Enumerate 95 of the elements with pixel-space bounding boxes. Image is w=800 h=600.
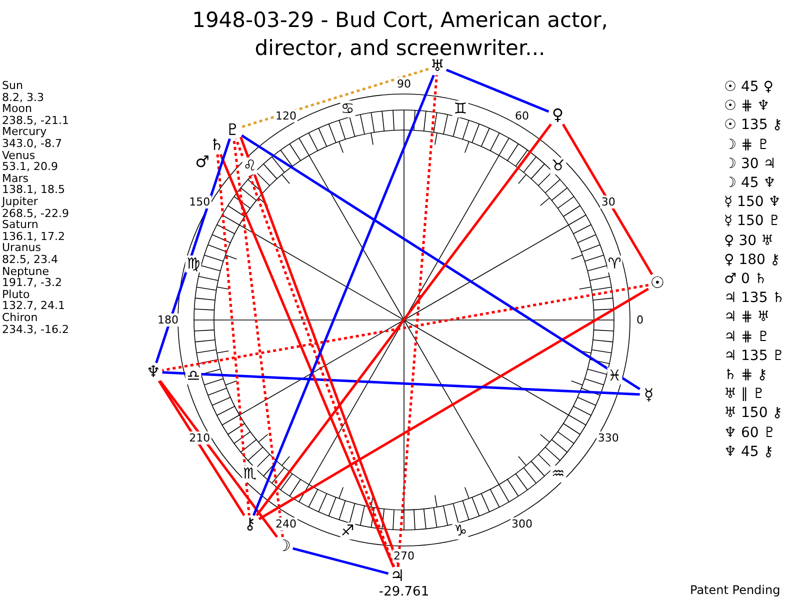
aspect-line	[162, 371, 640, 396]
degree-label: 120	[274, 109, 298, 122]
aspect-entry: ♄ ⋕ ⚷	[724, 368, 768, 382]
planet-name: Moon	[2, 103, 32, 114]
aspect-entry: ♃ 135 ♇	[724, 348, 785, 363]
position-value: 132.7, 24.1	[2, 300, 65, 312]
aspect-line	[396, 75, 438, 567]
zodiac-sign-glyph: ♊	[452, 100, 468, 118]
position-value: 234.3, -16.2	[2, 324, 69, 335]
aspect-line	[241, 68, 429, 128]
moon-glyph: ☽	[274, 537, 293, 556]
aspect-entry: ☉ ⋕ ♆	[724, 99, 770, 114]
zodiac-sign-glyph: ♒	[550, 466, 566, 483]
aspect-entry: ♆ 60 ♇	[724, 426, 776, 440]
zodiac-sign-glyph: ♋	[340, 100, 356, 118]
aspect-entry: ☽ ⋕ ♇	[724, 138, 770, 152]
degree-label: 150	[188, 196, 212, 208]
position-value: 238.5, -21.1	[2, 114, 69, 126]
zodiac-sign-glyph: ♓	[606, 368, 622, 385]
position-value: 8.2, 3.3	[2, 92, 44, 103]
aspect-entry: ♃ ⋕ ♇	[724, 330, 770, 344]
planet-name: Mars	[2, 172, 28, 184]
degree-label: 30	[600, 196, 616, 208]
planet-name: Venus	[2, 150, 36, 161]
aspect-entry: ♂ 0 ♄	[724, 272, 767, 286]
degree-label: 270	[392, 550, 416, 562]
position-value: 53.1, 20.9	[2, 161, 58, 172]
planet-name: Sun	[2, 80, 23, 91]
aspect-line	[256, 124, 552, 516]
aspect-entry: ♀ 30 ♅	[724, 234, 774, 248]
planet-name: Chiron	[2, 312, 38, 323]
degree-label: 90	[396, 78, 412, 90]
zodiac-sign-glyph: ♑	[452, 522, 468, 540]
zodiac-sign-glyph: ♎	[186, 368, 202, 385]
zodiac-sign-glyph: ♏	[242, 466, 258, 483]
aspect-line	[162, 284, 649, 372]
degree-label: 330	[596, 432, 620, 444]
pluto-glyph: ♇	[224, 120, 242, 139]
aspect-entry: ☿ 150 ♇	[724, 214, 781, 228]
planet-name: Jupiter	[2, 196, 38, 207]
jupiter-glyph: ♃	[388, 566, 406, 585]
aspect-line	[292, 547, 389, 575]
aspect-entry: ♅ 150 ⚷	[724, 406, 782, 420]
planet-name: Uranus	[2, 242, 41, 254]
position-value: 82.5, 23.4	[2, 254, 58, 265]
planet-name: Neptune	[2, 266, 50, 277]
zodiac-sign-glyph: ♌	[242, 157, 258, 174]
aspect-entry: ☿ 150 ♆	[724, 195, 781, 210]
position-value: 268.5, -22.9	[2, 208, 69, 219]
aspect-entry: ♆ 45 ⚷	[724, 444, 774, 459]
zodiac-sign-glyph: ♉	[550, 157, 566, 174]
degree-label: 210	[188, 432, 212, 444]
planet-name: Pluto	[2, 288, 30, 300]
aspect-entry: ☉ 45 ♀	[724, 80, 774, 94]
position-value: 138.1, 18.5	[2, 184, 65, 196]
degree-label: 300	[510, 518, 534, 531]
aspect-line	[159, 380, 278, 538]
aspect-entry: ☽ 45 ♆	[724, 176, 776, 190]
aspect-entry: ♅ ∥ ♇	[724, 387, 766, 402]
chart-title: 1948-03-29 - Bud Cort, American actor, director, and screenwriter...	[191, 7, 609, 60]
chiron-glyph: ⚷	[240, 515, 259, 534]
aspect-line	[155, 138, 231, 364]
aspect-entry: ☽ 30 ♃	[724, 156, 776, 171]
saturn-glyph: ♄	[208, 136, 226, 154]
neptune-glyph: ♆	[144, 362, 162, 381]
aspect-line	[562, 124, 654, 276]
venus-glyph: ♀	[548, 106, 567, 124]
aspect-entry: ♀ 180 ⚷	[724, 252, 780, 267]
aspect-entry: ☉ 135 ⚷	[724, 118, 782, 132]
aspect-entry: ♃ 135 ♄	[724, 291, 785, 306]
aspect-line	[258, 288, 650, 520]
position-value: 136.1, 17.2	[2, 230, 65, 242]
degree-label: 0	[636, 314, 644, 326]
aspect-line	[232, 138, 284, 538]
aspect-line	[216, 154, 250, 516]
degree-label: 240	[274, 518, 298, 531]
sun-glyph: ☉	[648, 274, 666, 292]
aspect-line	[252, 74, 435, 516]
zodiac-sign-glyph: ♐	[340, 522, 356, 540]
planet-name: Saturn	[2, 219, 38, 230]
uranus-glyph: ♅	[428, 57, 446, 76]
mercury-glyph: ☿	[640, 386, 658, 404]
aspect-entry: ♃ ⋕ ♅	[724, 310, 770, 324]
aspect-line	[241, 134, 640, 390]
mars-glyph: ♂	[193, 153, 212, 172]
aspect-line	[446, 68, 550, 113]
position-value: 191.7, -3.2	[2, 277, 62, 288]
zodiac-sign-glyph: ♍	[186, 255, 202, 272]
position-value: 343.0, -8.7	[2, 138, 62, 149]
degree-label: 180	[156, 314, 180, 326]
planet-name: Mercury	[2, 126, 47, 138]
zodiac-sign-glyph: ♈	[606, 255, 622, 272]
degree-label: 60	[514, 109, 530, 122]
aspect-line	[158, 380, 246, 516]
footer-note: Patent Pending	[690, 584, 780, 596]
